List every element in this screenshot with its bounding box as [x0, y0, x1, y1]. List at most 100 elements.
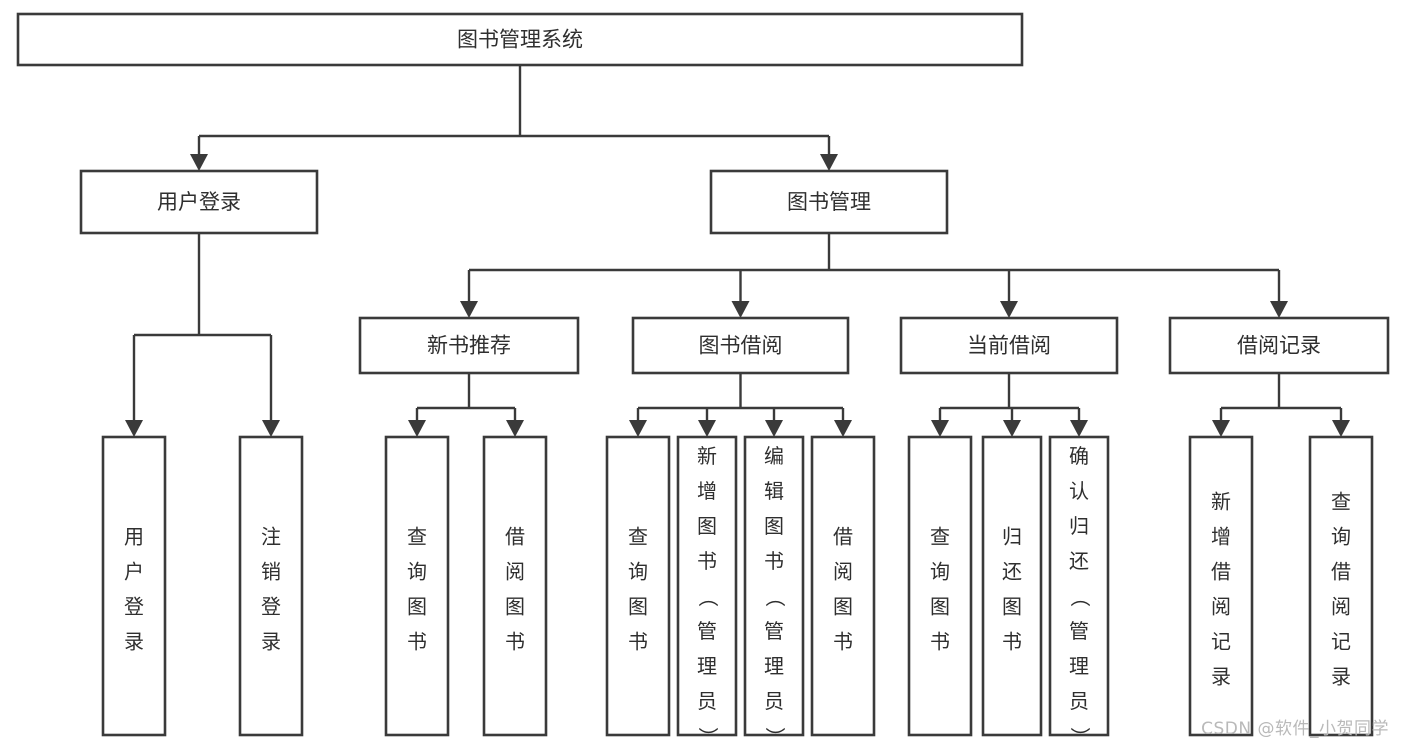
node-label-char: 理	[764, 654, 784, 678]
node-current[interactable]: 当前借阅	[899, 316, 1119, 375]
arrow-head-icon	[1332, 420, 1350, 437]
arrow-head-icon	[931, 420, 949, 437]
node-label-char: 管	[697, 619, 717, 643]
node-label-char: 户	[124, 559, 144, 583]
node-label-char: 录	[124, 629, 144, 653]
node-bookmgmt[interactable]: 图书管理	[709, 169, 949, 235]
node-box	[907, 435, 973, 737]
node-label-char: 书	[628, 629, 648, 653]
node-label-char: 管	[764, 619, 784, 643]
node-label-char: 借	[505, 524, 525, 548]
node-label-char: 员	[697, 689, 717, 713]
node-label-char: 录	[1211, 664, 1231, 688]
node-label-char: 确	[1069, 444, 1089, 468]
node-label-char: 增	[697, 479, 717, 503]
node-login[interactable]: 用户登录	[79, 169, 319, 235]
node-label-char: 查	[930, 524, 950, 548]
node-box	[1308, 435, 1374, 737]
node-label-char: 借	[1331, 559, 1351, 583]
node-label-char: （	[696, 587, 720, 607]
node-label-char: 归	[1069, 514, 1089, 538]
node-box	[1188, 435, 1254, 737]
node-label-char: 借	[833, 524, 853, 548]
arrow-head-icon	[765, 420, 783, 437]
node-label: 当前借阅	[967, 334, 1051, 358]
node-label-char: ）	[696, 727, 720, 747]
node-box	[1168, 316, 1390, 375]
node-label-char: 录	[1331, 664, 1351, 688]
node-box	[1048, 435, 1110, 737]
node-root[interactable]: 图书管理系统	[16, 12, 1024, 67]
arrow-head-icon	[262, 420, 280, 437]
node-box	[101, 435, 167, 737]
node-label-char: 增	[1211, 524, 1231, 548]
node-label-char: 书	[697, 549, 717, 573]
node-label-char: 登	[261, 594, 281, 618]
node-label-char: 查	[628, 524, 648, 548]
node-label: 图书管理	[787, 190, 871, 214]
node-l-login[interactable]: 用户登录	[101, 435, 167, 737]
node-label-char: 理	[697, 654, 717, 678]
node-label-char: 注	[261, 524, 281, 548]
node-label-char: 认	[1069, 479, 1089, 503]
node-label-char: 图	[407, 594, 427, 618]
node-label-char: 书	[833, 629, 853, 653]
arrow-head-icon	[1003, 420, 1021, 437]
arrow-head-icon	[506, 420, 524, 437]
node-label: 借阅记录	[1237, 334, 1321, 358]
node-label-char: 图	[697, 514, 717, 538]
node-label-char: 记	[1331, 629, 1351, 653]
node-box	[238, 435, 304, 737]
node-label-char: 图	[1002, 594, 1022, 618]
node-box	[743, 435, 805, 737]
node-label-char: 图	[930, 594, 950, 618]
node-label-char: 辑	[764, 479, 784, 503]
node-label-char: 图	[628, 594, 648, 618]
arrow-head-icon	[731, 301, 750, 318]
node-label-char: 销	[261, 559, 281, 583]
node-label: 图书借阅	[699, 334, 783, 358]
node-borrow[interactable]: 图书借阅	[631, 316, 850, 375]
node-label-char: 阅	[833, 559, 853, 583]
node-label-char: 新	[1211, 489, 1231, 513]
node-label-char: ）	[763, 727, 787, 747]
arrow-head-icon	[820, 154, 838, 171]
node-label-char: 图	[833, 594, 853, 618]
node-label-char: 还	[1002, 559, 1022, 583]
node-label-char: 用	[124, 524, 144, 548]
nodes-layer: 图书管理系统用户登录图书管理新书推荐图书借阅当前借阅借阅记录用户登录注销登录查询…	[16, 12, 1390, 747]
node-label-char: 编	[764, 444, 784, 468]
node-box	[605, 435, 671, 737]
node-label-char: 登	[124, 594, 144, 618]
arrow-head-icon	[408, 420, 426, 437]
arrow-head-icon	[190, 154, 208, 171]
node-label-char: 记	[1211, 629, 1231, 653]
arrow-head-icon	[1212, 420, 1230, 437]
node-box	[79, 169, 319, 235]
node-label-char: 员	[1069, 689, 1089, 713]
node-box	[16, 12, 1024, 67]
arrow-head-icon	[1070, 420, 1088, 437]
node-label-char: 阅	[1211, 594, 1231, 618]
node-box	[709, 169, 949, 235]
edges-layer	[125, 65, 1350, 437]
node-record[interactable]: 借阅记录	[1168, 316, 1390, 375]
arrow-head-icon	[698, 420, 716, 437]
node-newbook[interactable]: 新书推荐	[358, 316, 580, 375]
node-box	[899, 316, 1119, 375]
node-label-char: ）	[1068, 727, 1092, 747]
